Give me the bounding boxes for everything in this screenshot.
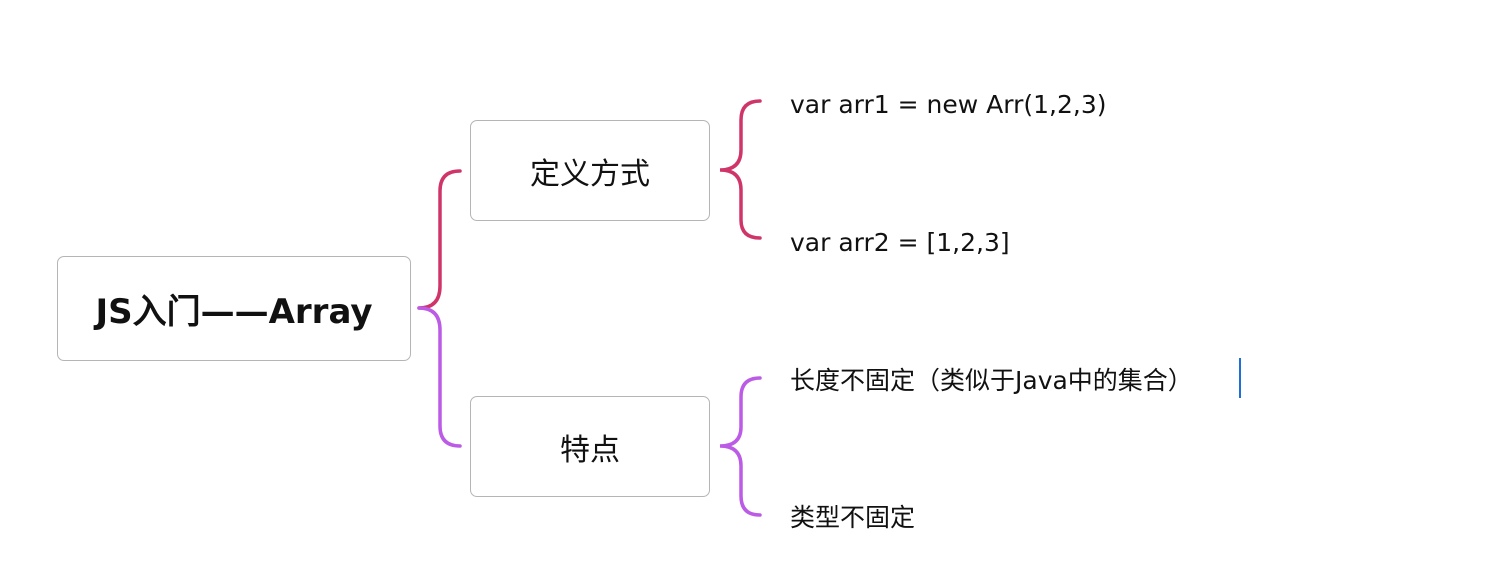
root-node-label: JS入门——Array [95, 292, 373, 332]
leaf-node-arr1-label: var arr1 = new Arr(1,2,3) [790, 90, 1107, 119]
leaf-node-type[interactable]: 类型不固定 [790, 505, 915, 530]
features-brace [719, 376, 762, 517]
root-brace-bottom [417, 306, 462, 448]
leaf-node-arr2[interactable]: var arr2 = [1,2,3] [790, 230, 1010, 255]
leaf-node-arr2-label: var arr2 = [1,2,3] [790, 228, 1010, 257]
branch-node-features[interactable]: 特点 [470, 396, 710, 497]
root-node[interactable]: JS入门——Array [57, 256, 411, 361]
leaf-node-length-label: 长度不固定（类似于Java中的集合） [790, 366, 1193, 395]
leaf-node-arr1[interactable]: var arr1 = new Arr(1,2,3) [790, 92, 1106, 117]
leaf-node-type-label: 类型不固定 [790, 503, 916, 532]
root-brace-top [417, 169, 462, 310]
branch-node-features-label: 特点 [560, 432, 620, 468]
branch-node-definition[interactable]: 定义方式 [470, 120, 710, 221]
definition-brace [719, 99, 762, 240]
branch-node-definition-label: 定义方式 [530, 156, 650, 192]
leaf-node-length[interactable]: 长度不固定（类似于Java中的集合） [790, 368, 1193, 393]
text-cursor [1239, 358, 1241, 398]
